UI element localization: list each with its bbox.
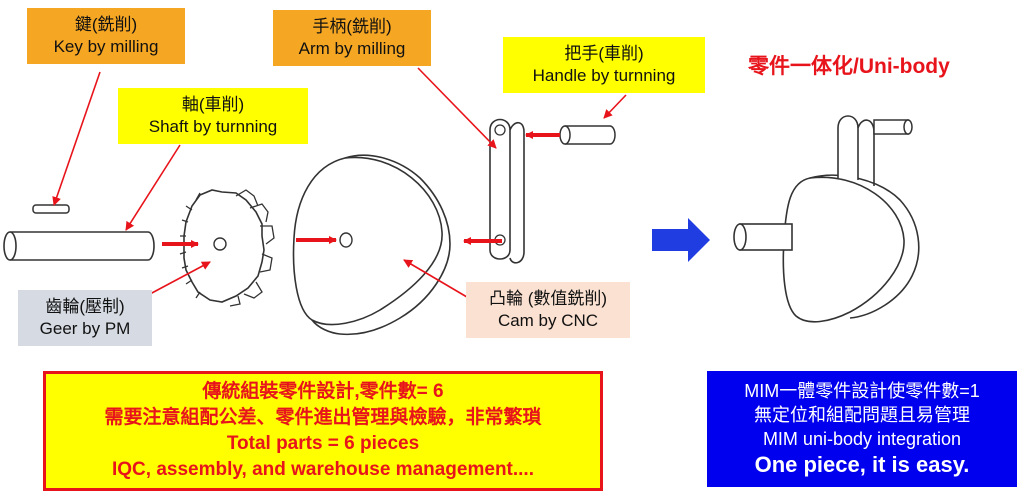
gear-part (179, 189, 275, 307)
mim-line-2: 無定位和組配問題且易管理 (754, 405, 970, 425)
shaft-part (3, 231, 155, 261)
label-key-en: Key by milling (53, 37, 159, 56)
traditional-line-1: 傳統組裝零件設計,零件數= 6 (202, 381, 444, 402)
unibody-part (733, 115, 920, 323)
label-cam: 凸輪 (數值銑削) Cam by CNC (466, 282, 630, 338)
key-part (32, 204, 70, 214)
traditional-design-box: 傳統組裝零件設計,零件數= 6 需要注意組配公差、零件進出管理與檢驗，非常繁瑣 … (43, 371, 603, 491)
label-shaft-en: Shaft by turnning (148, 117, 278, 136)
label-key-zh: 鍵(銑削) (74, 15, 138, 34)
handle-part (559, 125, 616, 145)
label-key: 鍵(銑削) Key by milling (27, 8, 185, 64)
mim-line-1: MIM一體零件設計使零件數=1 (744, 381, 980, 401)
blue-arrow-icon (652, 218, 710, 262)
label-gear-en: Geer by PM (39, 319, 131, 338)
label-handle-zh: 把手(車削) (564, 44, 644, 63)
label-handle: 把手(車削) Handle by turnning (503, 37, 705, 93)
label-arm-en: Arm by milling (298, 39, 406, 58)
label-arm-zh: 手柄(銑削) (312, 17, 392, 36)
label-shaft-zh: 軸(車削) (181, 95, 245, 114)
label-arm: 手柄(銑削) Arm by milling (273, 10, 431, 66)
mim-design-box: MIM一體零件設計使零件數=1 無定位和組配問題且易管理 MIM uni-bod… (707, 371, 1017, 487)
label-cam-zh: 凸輪 (數值銑削) (488, 289, 608, 308)
cam-part (292, 154, 451, 336)
mim-line-3: MIM uni-body integration (762, 429, 962, 449)
label-cam-en: Cam by CNC (497, 311, 599, 330)
mim-highlight: One piece, it is easy. (754, 452, 970, 477)
label-shaft: 軸(車削) Shaft by turnning (118, 88, 308, 144)
leader-lines (52, 67, 627, 301)
traditional-line-4: IQC, assembly, and warehouse management.… (111, 459, 534, 480)
label-handle-en: Handle by turnning (532, 66, 676, 85)
label-gear: 齒輪(壓制) Geer by PM (18, 290, 152, 346)
label-gear-zh: 齒輪(壓制) (45, 297, 125, 316)
unibody-title: 零件一体化/Uni-body (748, 55, 950, 78)
assembly-arrows (162, 131, 560, 248)
traditional-line-2: 需要注意組配公差、零件進出管理與檢驗，非常繁瑣 (104, 407, 542, 428)
traditional-line-3: Total parts = 6 pieces (226, 433, 420, 454)
arm-part (489, 118, 525, 264)
